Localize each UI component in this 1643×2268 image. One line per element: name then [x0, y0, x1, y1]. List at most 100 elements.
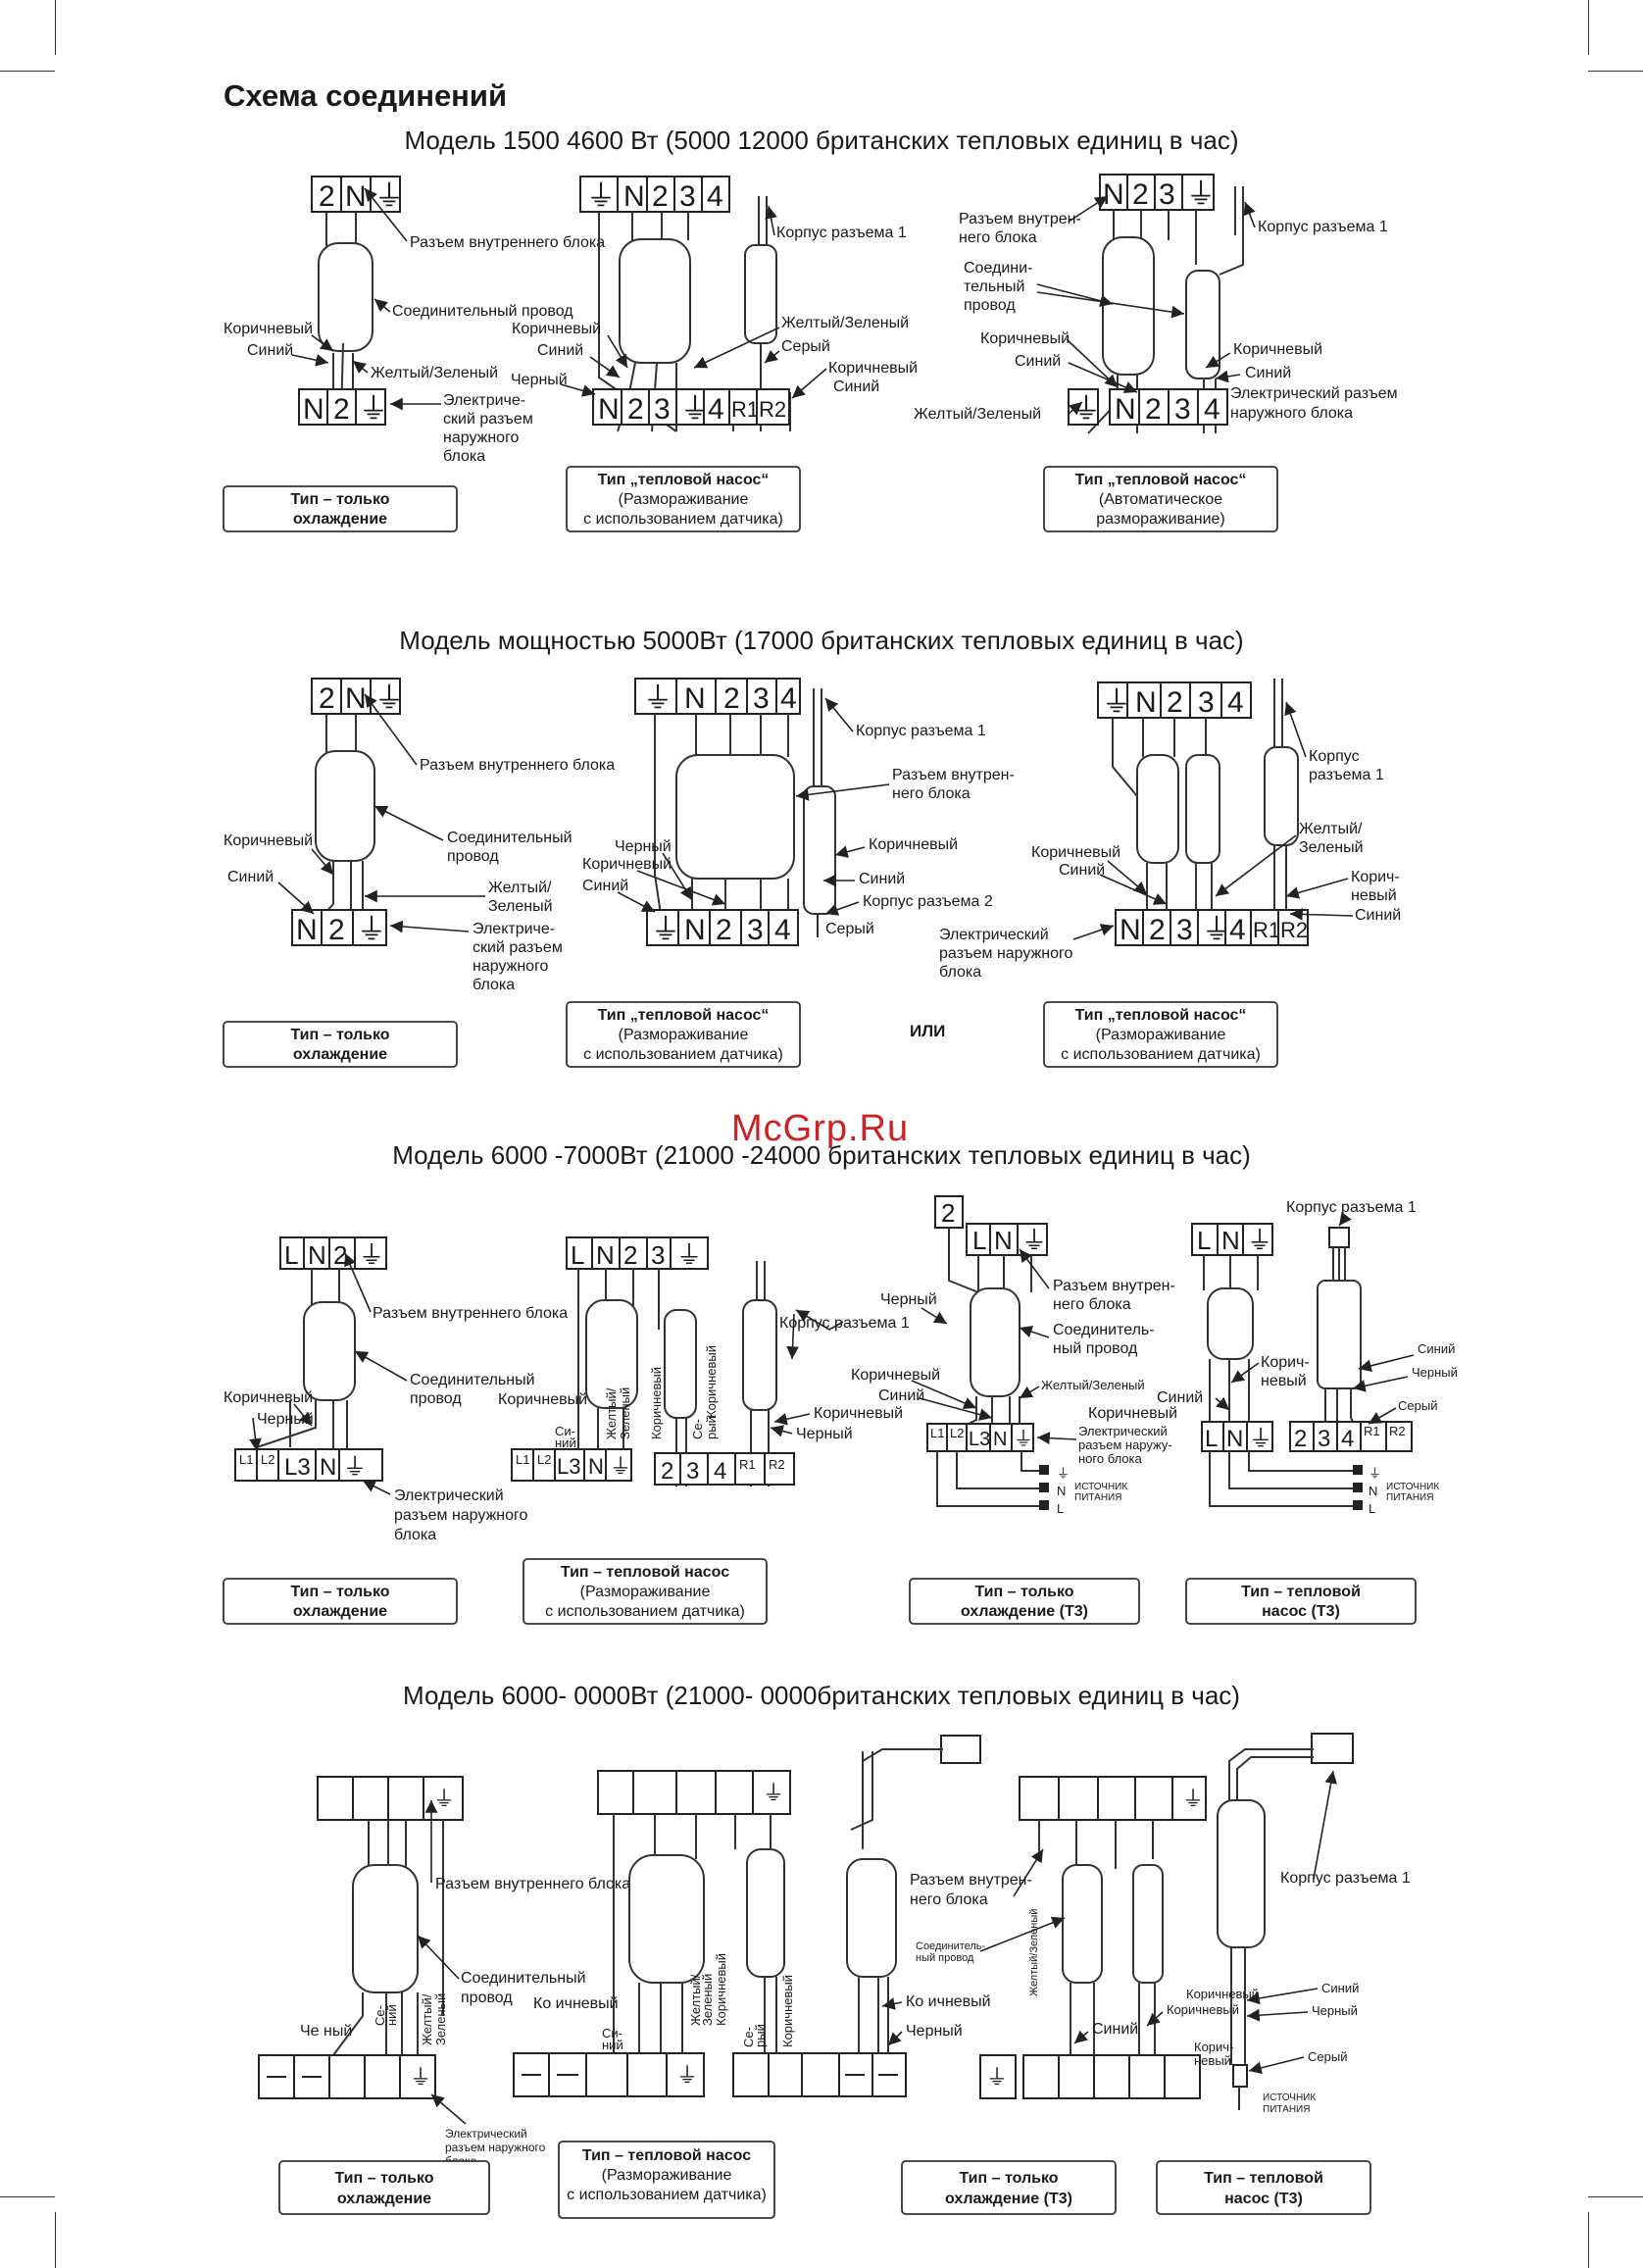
- wire-label: Разъем внутреннего блока: [410, 234, 605, 251]
- svg-text:Коричневый: Коричневый: [649, 1367, 664, 1439]
- crop-mark: [0, 71, 55, 72]
- svg-text:N: N: [1369, 1484, 1377, 1498]
- svg-text:насос (Т3): насос (Т3): [1262, 1603, 1340, 1620]
- svg-text:Корич-: Корич-: [1194, 2040, 1233, 2054]
- svg-text:ный провод: ный провод: [916, 1952, 974, 1964]
- svg-text:Зеленый: Зеленый: [488, 898, 553, 915]
- svg-text:Синий: Синий: [1015, 353, 1061, 370]
- wire-label: Коричневый: [224, 321, 313, 337]
- svg-text:разъем наружного: разъем наружного: [394, 1507, 528, 1524]
- svg-text:L3: L3: [284, 1454, 311, 1481]
- wiring-block: ⏚ ⏚ Разъем внутрен- него блока Соедините…: [901, 1776, 1239, 2215]
- svg-text:N: N: [588, 1454, 604, 1479]
- svg-text:Зеленый: Зеленый: [1299, 839, 1364, 856]
- svg-text:4: 4: [774, 914, 791, 946]
- svg-text:Соединительный: Соединительный: [410, 1372, 535, 1388]
- svg-text:3: 3: [651, 1240, 665, 1270]
- svg-text:(Размораживание: (Размораживание: [580, 1584, 711, 1600]
- svg-text:R2: R2: [1280, 918, 1308, 942]
- svg-text:2: 2: [623, 1240, 637, 1270]
- svg-text:ПИТАНИЯ: ПИТАНИЯ: [1263, 2104, 1310, 2115]
- svg-text:Электриче-: Электриче-: [473, 921, 555, 937]
- svg-text:Черный: Черный: [906, 2023, 963, 2040]
- svg-text:охлаждение (Т3): охлаждение (Т3): [945, 2191, 1072, 2207]
- svg-text:Коричневый: Коричневый: [780, 1975, 795, 2047]
- svg-text:невый: невый: [1194, 2053, 1231, 2068]
- svg-text:Соединитель-: Соединитель-: [1053, 1322, 1155, 1338]
- svg-text:⏚: ⏚: [359, 1240, 384, 1270]
- svg-text:2: 2: [652, 180, 669, 213]
- svg-text:3: 3: [1174, 393, 1191, 426]
- svg-text:⏚: ⏚: [586, 180, 616, 213]
- svg-text:2: 2: [1145, 393, 1162, 426]
- svg-text:Синий: Синий: [1418, 1341, 1455, 1356]
- svg-text:Синий: Синий: [1092, 2021, 1138, 2038]
- svg-text:провод: провод: [461, 1990, 513, 2006]
- svg-text:L: L: [972, 1226, 986, 1255]
- svg-text:2: 2: [1132, 178, 1149, 211]
- svg-text:Синий: Синий: [1355, 907, 1401, 924]
- svg-text:Желтый/: Желтый/: [420, 1993, 434, 2045]
- svg-text:блока: блока: [473, 977, 515, 993]
- svg-text:⏚: ⏚: [643, 682, 672, 715]
- svg-text:Черный: Черный: [1412, 1365, 1458, 1380]
- svg-text:Серый: Серый: [781, 338, 830, 355]
- svg-text:Коричневый: Коричневый: [1088, 1405, 1177, 1422]
- wiring-block: ⏚ N 2 3 4 N 2 3 ⏚ 4 R1 R2 Корпус разъема…: [939, 679, 1401, 1068]
- outdoor-terminal-block: N 2 ⏚: [298, 388, 388, 426]
- section-title: Модель 6000- 0000Вт (21000- 0000британск…: [403, 1681, 1240, 1710]
- svg-text:Черный: Черный: [511, 372, 568, 388]
- svg-text:4: 4: [1227, 686, 1244, 719]
- svg-text:⏚: ⏚: [676, 2063, 698, 2088]
- svg-text:охлаждение: охлаждение: [293, 1603, 387, 1620]
- svg-text:Корпус разъема 1: Корпус разъема 1: [1280, 1870, 1411, 1887]
- svg-text:разъем наружу-: разъем наружу-: [1078, 1437, 1172, 1452]
- svg-text:Черный: Черный: [257, 1411, 314, 1428]
- wire-label: блока: [443, 448, 485, 465]
- svg-text:⏚: ⏚: [1202, 914, 1231, 946]
- svg-text:N: N: [1226, 1426, 1243, 1452]
- section-title: Модель 6000 -7000Вт (21000 -24000 британ…: [392, 1140, 1251, 1170]
- svg-text:Разъем внутрен-: Разъем внутрен-: [959, 211, 1081, 227]
- svg-text:⏚: ⏚: [374, 682, 404, 715]
- crop-mark: [1588, 2196, 1643, 2197]
- terminal-label: 2: [333, 393, 350, 426]
- svg-text:него блока: него блока: [959, 229, 1037, 246]
- svg-text:⏚: ⏚: [1247, 1226, 1272, 1255]
- svg-text:2: 2: [1149, 914, 1166, 946]
- svg-text:Разъем внутрен-: Разъем внутрен-: [892, 767, 1015, 783]
- svg-text:Разъем внутреннего блока: Разъем внутреннего блока: [420, 757, 615, 774]
- svg-text:ИСТОЧНИК: ИСТОЧНИК: [1386, 1482, 1439, 1492]
- wiring-block: Корпус разъема 1 Коричневый Синий Черный…: [1156, 1733, 1411, 2215]
- svg-text:с использованием датчика): с использованием датчика): [1061, 1046, 1261, 1063]
- svg-text:N: N: [684, 682, 706, 715]
- svg-text:рый: рый: [704, 1416, 719, 1439]
- svg-text:N: N: [1057, 1484, 1066, 1498]
- svg-text:Серый: Серый: [1398, 1398, 1437, 1413]
- svg-text:4: 4: [1204, 393, 1220, 426]
- svg-text:⏚: ⏚: [433, 1787, 455, 1811]
- svg-text:Серый: Серый: [1308, 2049, 1347, 2064]
- wiring-block: 2 N ⏚ N 2 ⏚ Разъем внутреннего блока Сое…: [223, 176, 605, 532]
- svg-text:N: N: [308, 1240, 326, 1270]
- svg-text:3: 3: [686, 1458, 699, 1485]
- svg-text:Коричневый: Коричневый: [224, 1389, 313, 1406]
- crop-mark: [55, 2212, 56, 2268]
- svg-text:Желтый/: Желтый/: [488, 880, 552, 896]
- svg-text:Соединительный: Соединительный: [447, 830, 573, 846]
- svg-text:Синий: Синий: [1321, 1981, 1359, 1995]
- svg-text:2: 2: [627, 393, 644, 426]
- svg-text:разъема 1: разъема 1: [1309, 767, 1384, 783]
- svg-text:L: L: [1369, 1501, 1375, 1516]
- svg-text:N: N: [1115, 393, 1136, 426]
- svg-text:L2: L2: [950, 1426, 964, 1440]
- svg-text:⏚: ⏚: [357, 914, 386, 946]
- svg-text:2: 2: [1294, 1426, 1307, 1452]
- svg-text:Желтый/Зеленый: Желтый/Зеленый: [781, 315, 909, 331]
- wire-label: Желтый/Зеленый: [371, 365, 498, 381]
- svg-text:ский разъем: ский разъем: [473, 939, 563, 956]
- terminal-label: ⏚: [374, 180, 404, 213]
- svg-text:(Размораживание: (Размораживание: [619, 1027, 749, 1043]
- svg-text:Электрический: Электрический: [445, 2127, 527, 2141]
- svg-text:Тип „тепловой насос“: Тип „тепловой насос“: [598, 1007, 770, 1024]
